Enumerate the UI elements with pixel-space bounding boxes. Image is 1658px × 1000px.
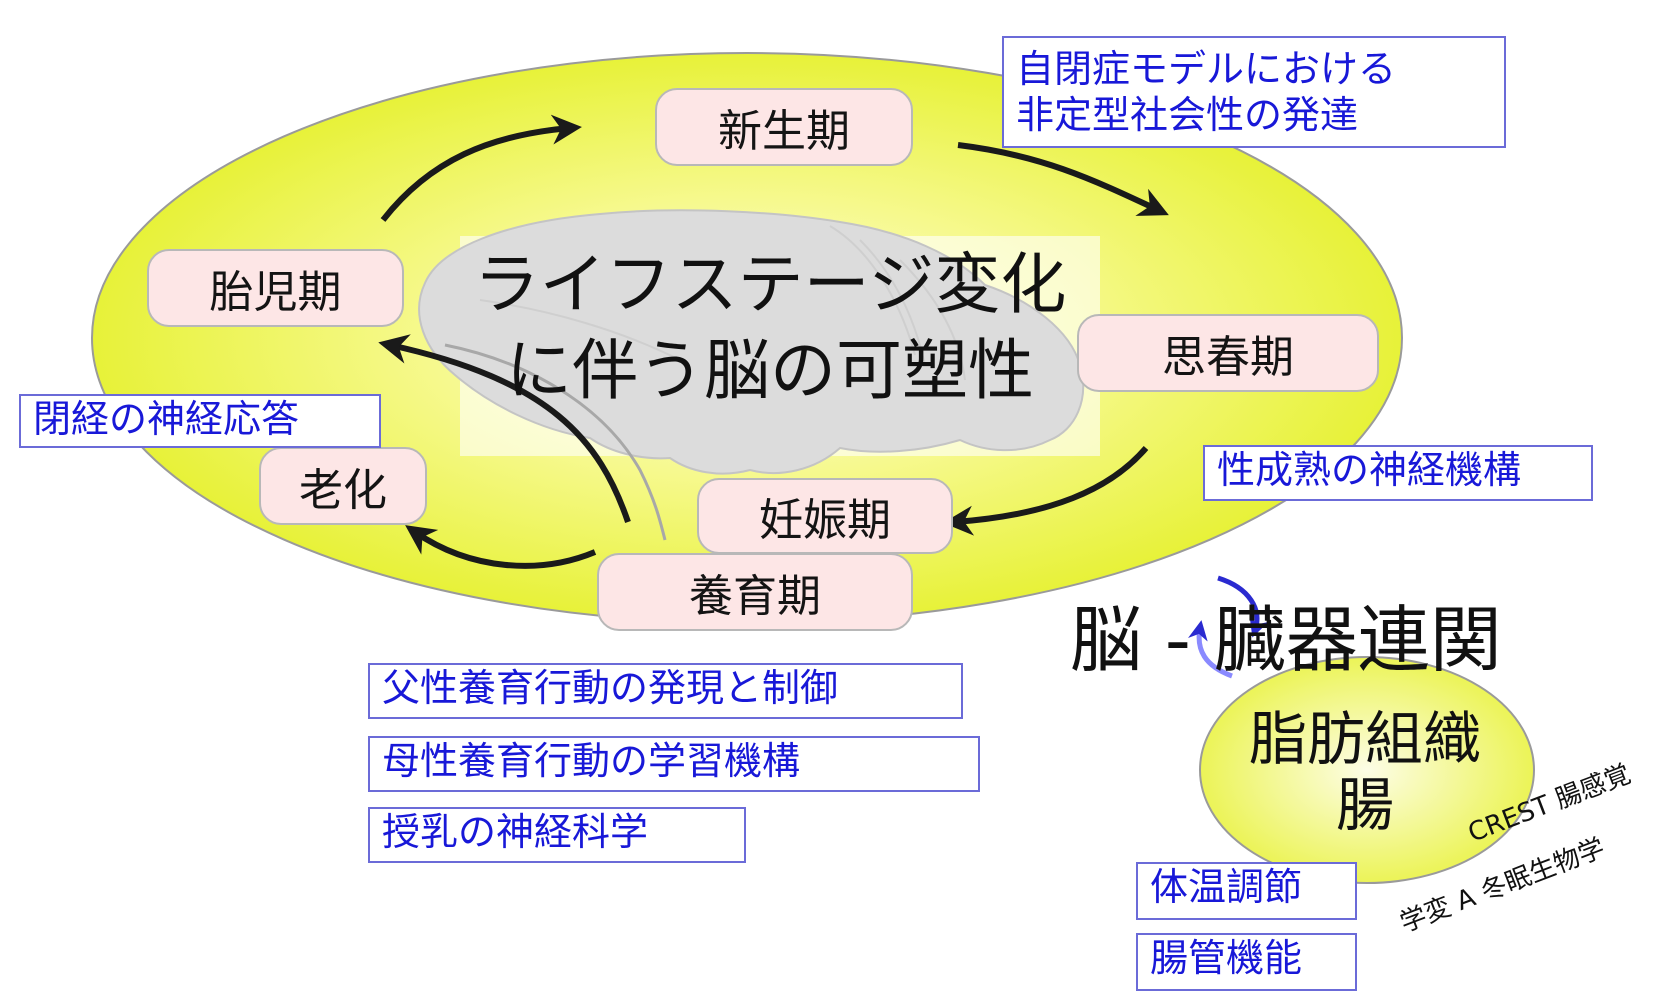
stage-shinsei-label: 新生期 [718, 106, 850, 157]
organ-linkage-title: 脳 - 臓器連関 [1070, 598, 1502, 682]
organ-list: 脂肪組織 腸 [1195, 706, 1535, 838]
note-puberty-text: 性成熟の神経機構 [1217, 448, 1522, 492]
note-intestinal: 腸管機能 [1136, 933, 1357, 991]
note-autism-line1: 自閉症モデルにおける [1016, 47, 1397, 91]
center-title-line2: に伴う脳の可塑性 [506, 332, 1034, 409]
note-thermo-text: 体温調節 [1150, 865, 1303, 909]
arrow-shishun-to-ninshin [943, 446, 1149, 536]
note-lactation-text: 授乳の神経科学 [382, 810, 649, 854]
note-puberty: 性成熟の神経機構 [1203, 445, 1593, 501]
note-maternal: 母性養育行動の学習機構 [368, 736, 980, 792]
organ-ellipse [1199, 656, 1535, 884]
note-paternal: 父性養育行動の発現と制御 [368, 663, 963, 719]
arrow-taiji-to-shinsei [380, 114, 582, 222]
note-maternal-text: 母性養育行動の学習機構 [382, 739, 801, 783]
note-paternal-text: 父性養育行動の発現と制御 [382, 666, 839, 710]
stage-ninshin: 妊娠期 [697, 478, 953, 554]
note-intestinal-text: 腸管機能 [1150, 936, 1303, 980]
stage-rouka: 老化 [259, 447, 427, 525]
note-thermo: 体温調節 [1136, 862, 1357, 920]
note-lactation: 授乳の神経科学 [368, 807, 746, 863]
organ-tissue: 脂肪組織 [1248, 705, 1481, 773]
note-autism: 自閉症モデルにおける 非定型社会性の発達 [1002, 36, 1506, 148]
stage-shinsei: 新生期 [655, 88, 913, 166]
stage-youiku-label: 養育期 [689, 571, 821, 622]
center-title: ライフステージ変化 に伴う脳の可塑性 [420, 242, 1120, 414]
blue-cycle-arrow [1217, 575, 1269, 638]
stage-shishun: 思春期 [1077, 314, 1379, 392]
center-title-line1: ライフステージ変化 [473, 246, 1067, 323]
stage-taiji: 胎児期 [147, 249, 404, 327]
stage-ninshin-label: 妊娠期 [759, 495, 891, 546]
arrow-shinsei-to-shishun [957, 142, 1169, 216]
stage-youiku: 養育期 [597, 553, 913, 631]
stage-shishun-label: 思春期 [1162, 332, 1294, 383]
organ-gut: 腸 [1335, 771, 1394, 839]
note-menopause: 閉経の神経応答 [19, 394, 381, 448]
arrow-rouka-to-taiji [378, 334, 631, 523]
arrow-youiku-to-rouka [405, 525, 597, 569]
stage-taiji-label: 胎児期 [209, 267, 342, 318]
note-autism-line2: 非定型社会性の発達 [1016, 93, 1359, 137]
stage-rouka-label: 老化 [299, 465, 387, 516]
note-menopause-text: 閉経の神経応答 [33, 397, 300, 441]
